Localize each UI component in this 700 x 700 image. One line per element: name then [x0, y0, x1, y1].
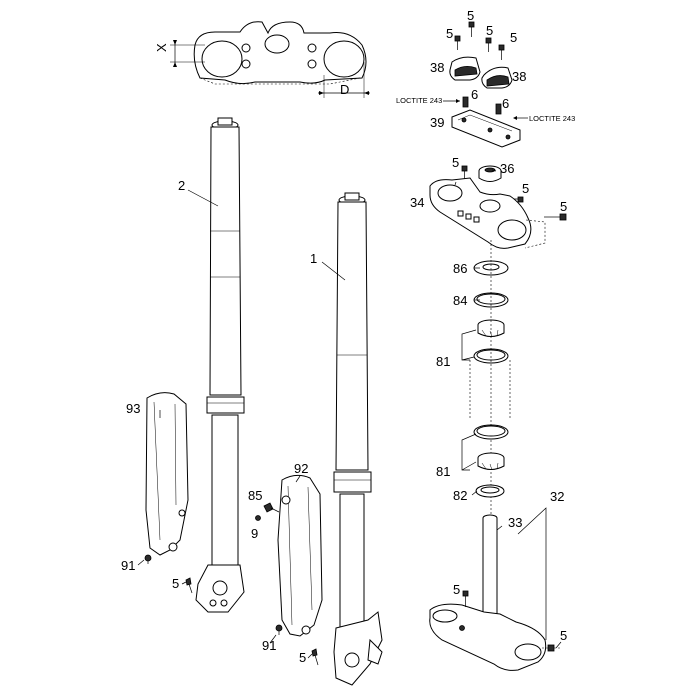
callout-38-left: 38 — [430, 60, 444, 75]
callout-81-lower: 81 — [436, 464, 450, 479]
upper-clamp-detail — [170, 21, 370, 98]
steering-axis-dashed — [469, 240, 511, 520]
bolt-5-top-d — [498, 44, 505, 60]
callout-5-lower-tc-side: 5 — [560, 628, 567, 643]
callout-5-tc-b: 5 — [522, 181, 529, 196]
bolt-5-tc-c — [544, 213, 567, 221]
callout-85: 85 — [248, 488, 262, 503]
dimension-x-label: X — [154, 43, 169, 52]
bolt-5-top-b — [454, 35, 461, 50]
upper-triple-clamp-34 — [429, 177, 546, 249]
steering-stem-33 — [482, 514, 498, 621]
clamp-base-39 — [451, 109, 521, 148]
bolt-5-top-c — [485, 37, 492, 52]
callout-91-right: 91 — [262, 638, 276, 653]
callout-81-upper: 81 — [436, 354, 450, 369]
callout-5-right-leg: 5 — [299, 650, 306, 665]
dimension-d-label: D — [340, 82, 349, 97]
callout-9: 9 — [251, 526, 258, 541]
fork-leg-left — [195, 117, 245, 613]
seal-82 — [475, 484, 505, 498]
callout-38-right: 38 — [512, 69, 526, 84]
callout-5-lower-tc: 5 — [453, 582, 460, 597]
callout-84: 84 — [453, 293, 467, 308]
loctite-note-left: LOCTITE 243 — [396, 96, 442, 105]
callout-2: 2 — [178, 178, 185, 193]
handlebar-clamp-38-left — [449, 56, 481, 81]
handlebar-clamp-38-right — [481, 66, 513, 89]
bolt-5-lower-tc — [462, 590, 469, 607]
callout-32: 32 — [550, 489, 564, 504]
lower-triple-clamp-32 — [429, 603, 560, 671]
callout-82: 82 — [453, 488, 467, 503]
callout-91-left: 91 — [121, 558, 135, 573]
bolt-6-left — [462, 96, 469, 108]
callout-39: 39 — [430, 115, 444, 130]
callout-5-top-d: 5 — [510, 30, 517, 45]
callout-5-top-b: 5 — [446, 26, 453, 41]
callout-5-left-leg: 5 — [172, 576, 179, 591]
callout-5-top-c: 5 — [486, 23, 493, 38]
callout-86: 86 — [453, 261, 467, 276]
bolt-5-left-leg — [185, 577, 193, 594]
fork-guard-right — [277, 474, 323, 637]
callout-92: 92 — [294, 461, 308, 476]
screw-85-set — [255, 502, 280, 521]
callout-6-left: 6 — [471, 87, 478, 102]
bolt-5-top-a — [468, 21, 475, 37]
bolt-6-right — [495, 103, 502, 115]
loctite-note-right: LOCTITE 243 — [529, 114, 575, 123]
callout-34: 34 — [410, 195, 424, 210]
steering-nut-36 — [478, 165, 502, 182]
fork-guard-left — [145, 392, 189, 556]
callout-1: 1 — [310, 251, 317, 266]
callout-33: 33 — [508, 515, 522, 530]
callout-93: 93 — [126, 401, 140, 416]
callout-36: 36 — [500, 161, 514, 176]
callout-5-top-a: 5 — [467, 8, 474, 23]
bolt-guard-91-right — [275, 624, 283, 635]
bolt-5-right-leg — [311, 648, 319, 666]
callout-5-tc-c: 5 — [560, 199, 567, 214]
bolt-guard-91-left — [144, 554, 152, 564]
callout-5-tc-a: 5 — [452, 155, 459, 170]
bearing-81-lower — [473, 424, 509, 471]
callout-6-right: 6 — [502, 96, 509, 111]
fork-leg-right — [333, 192, 383, 686]
